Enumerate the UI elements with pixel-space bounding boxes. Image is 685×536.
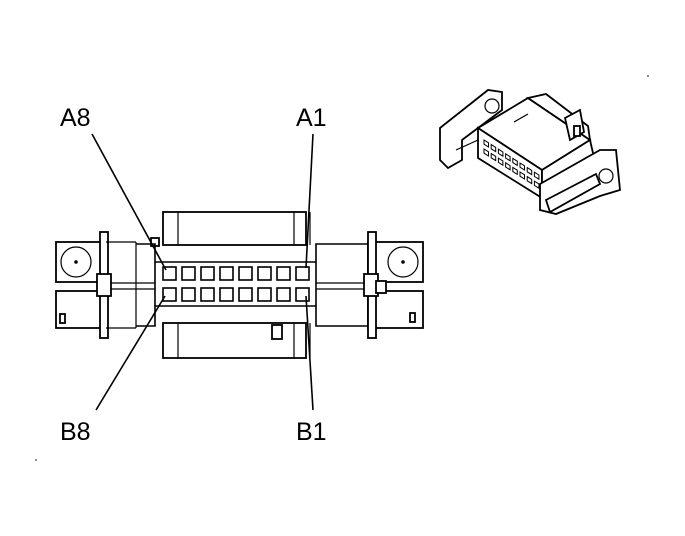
top-housing <box>150 211 311 247</box>
leader-a8 <box>91 133 167 271</box>
pin-cavity-b4 <box>238 287 253 302</box>
pin-cavity-b6 <box>200 287 215 302</box>
label-a8: A8 <box>60 104 91 132</box>
leader-b1 <box>305 295 314 411</box>
label-b1: B1 <box>296 418 327 446</box>
iso-pin-cavity <box>483 148 489 157</box>
iso-pin-cavity <box>505 161 511 171</box>
connector-center-body <box>108 243 372 327</box>
iso-pin-cavity <box>519 171 525 180</box>
leader-a1 <box>305 133 314 269</box>
iso-pin-cavity <box>526 166 533 176</box>
iso-pin-cavity <box>483 139 489 148</box>
pin-cavity-a1 <box>295 266 310 281</box>
label-b8: B8 <box>60 418 91 446</box>
leader-b8 <box>95 295 166 411</box>
iso-pin-cavity <box>526 175 533 185</box>
right-latch <box>363 231 424 339</box>
label-a1: A1 <box>296 104 327 132</box>
pin-cavity-b1 <box>295 287 310 302</box>
iso-pin-cavity <box>533 171 540 181</box>
pin-cavity-a6 <box>200 266 215 281</box>
iso-pin-cavity <box>490 143 497 153</box>
pin-cavity-b3 <box>257 287 272 302</box>
pin-cavities <box>162 266 310 302</box>
speck-mark <box>35 459 37 461</box>
connector-face-view: A8 A1 B8 B1 <box>55 104 424 446</box>
iso-pin-cavity <box>519 162 525 171</box>
iso-pin-cavity <box>512 166 518 176</box>
leader-lines <box>91 133 314 411</box>
iso-pin-cavity <box>512 157 518 167</box>
iso-pin-cavity <box>497 157 504 167</box>
bottom-housing <box>162 322 311 359</box>
pin-cavity-b2 <box>276 287 291 302</box>
iso-pin-cavity <box>497 148 504 158</box>
pin-cavity-a7 <box>181 266 196 281</box>
pin-cavity-a3 <box>257 266 272 281</box>
pin-cavity-a8 <box>162 266 177 281</box>
pin-cavity-a4 <box>238 266 253 281</box>
pin-cavity-b8 <box>162 287 177 302</box>
iso-pin-cavity <box>533 180 540 190</box>
pin-cavity-b5 <box>219 287 234 302</box>
pin-cavity-a5 <box>219 266 234 281</box>
pin-cavity-b7 <box>181 287 196 302</box>
iso-pin-cavity <box>505 152 511 162</box>
iso-pin-cavity <box>490 152 497 162</box>
speck-mark <box>647 75 649 77</box>
isometric-pin-cavities <box>483 139 540 190</box>
pin-cavity-a2 <box>276 266 291 281</box>
connector-isometric-view <box>439 89 621 215</box>
left-latch <box>55 231 137 339</box>
